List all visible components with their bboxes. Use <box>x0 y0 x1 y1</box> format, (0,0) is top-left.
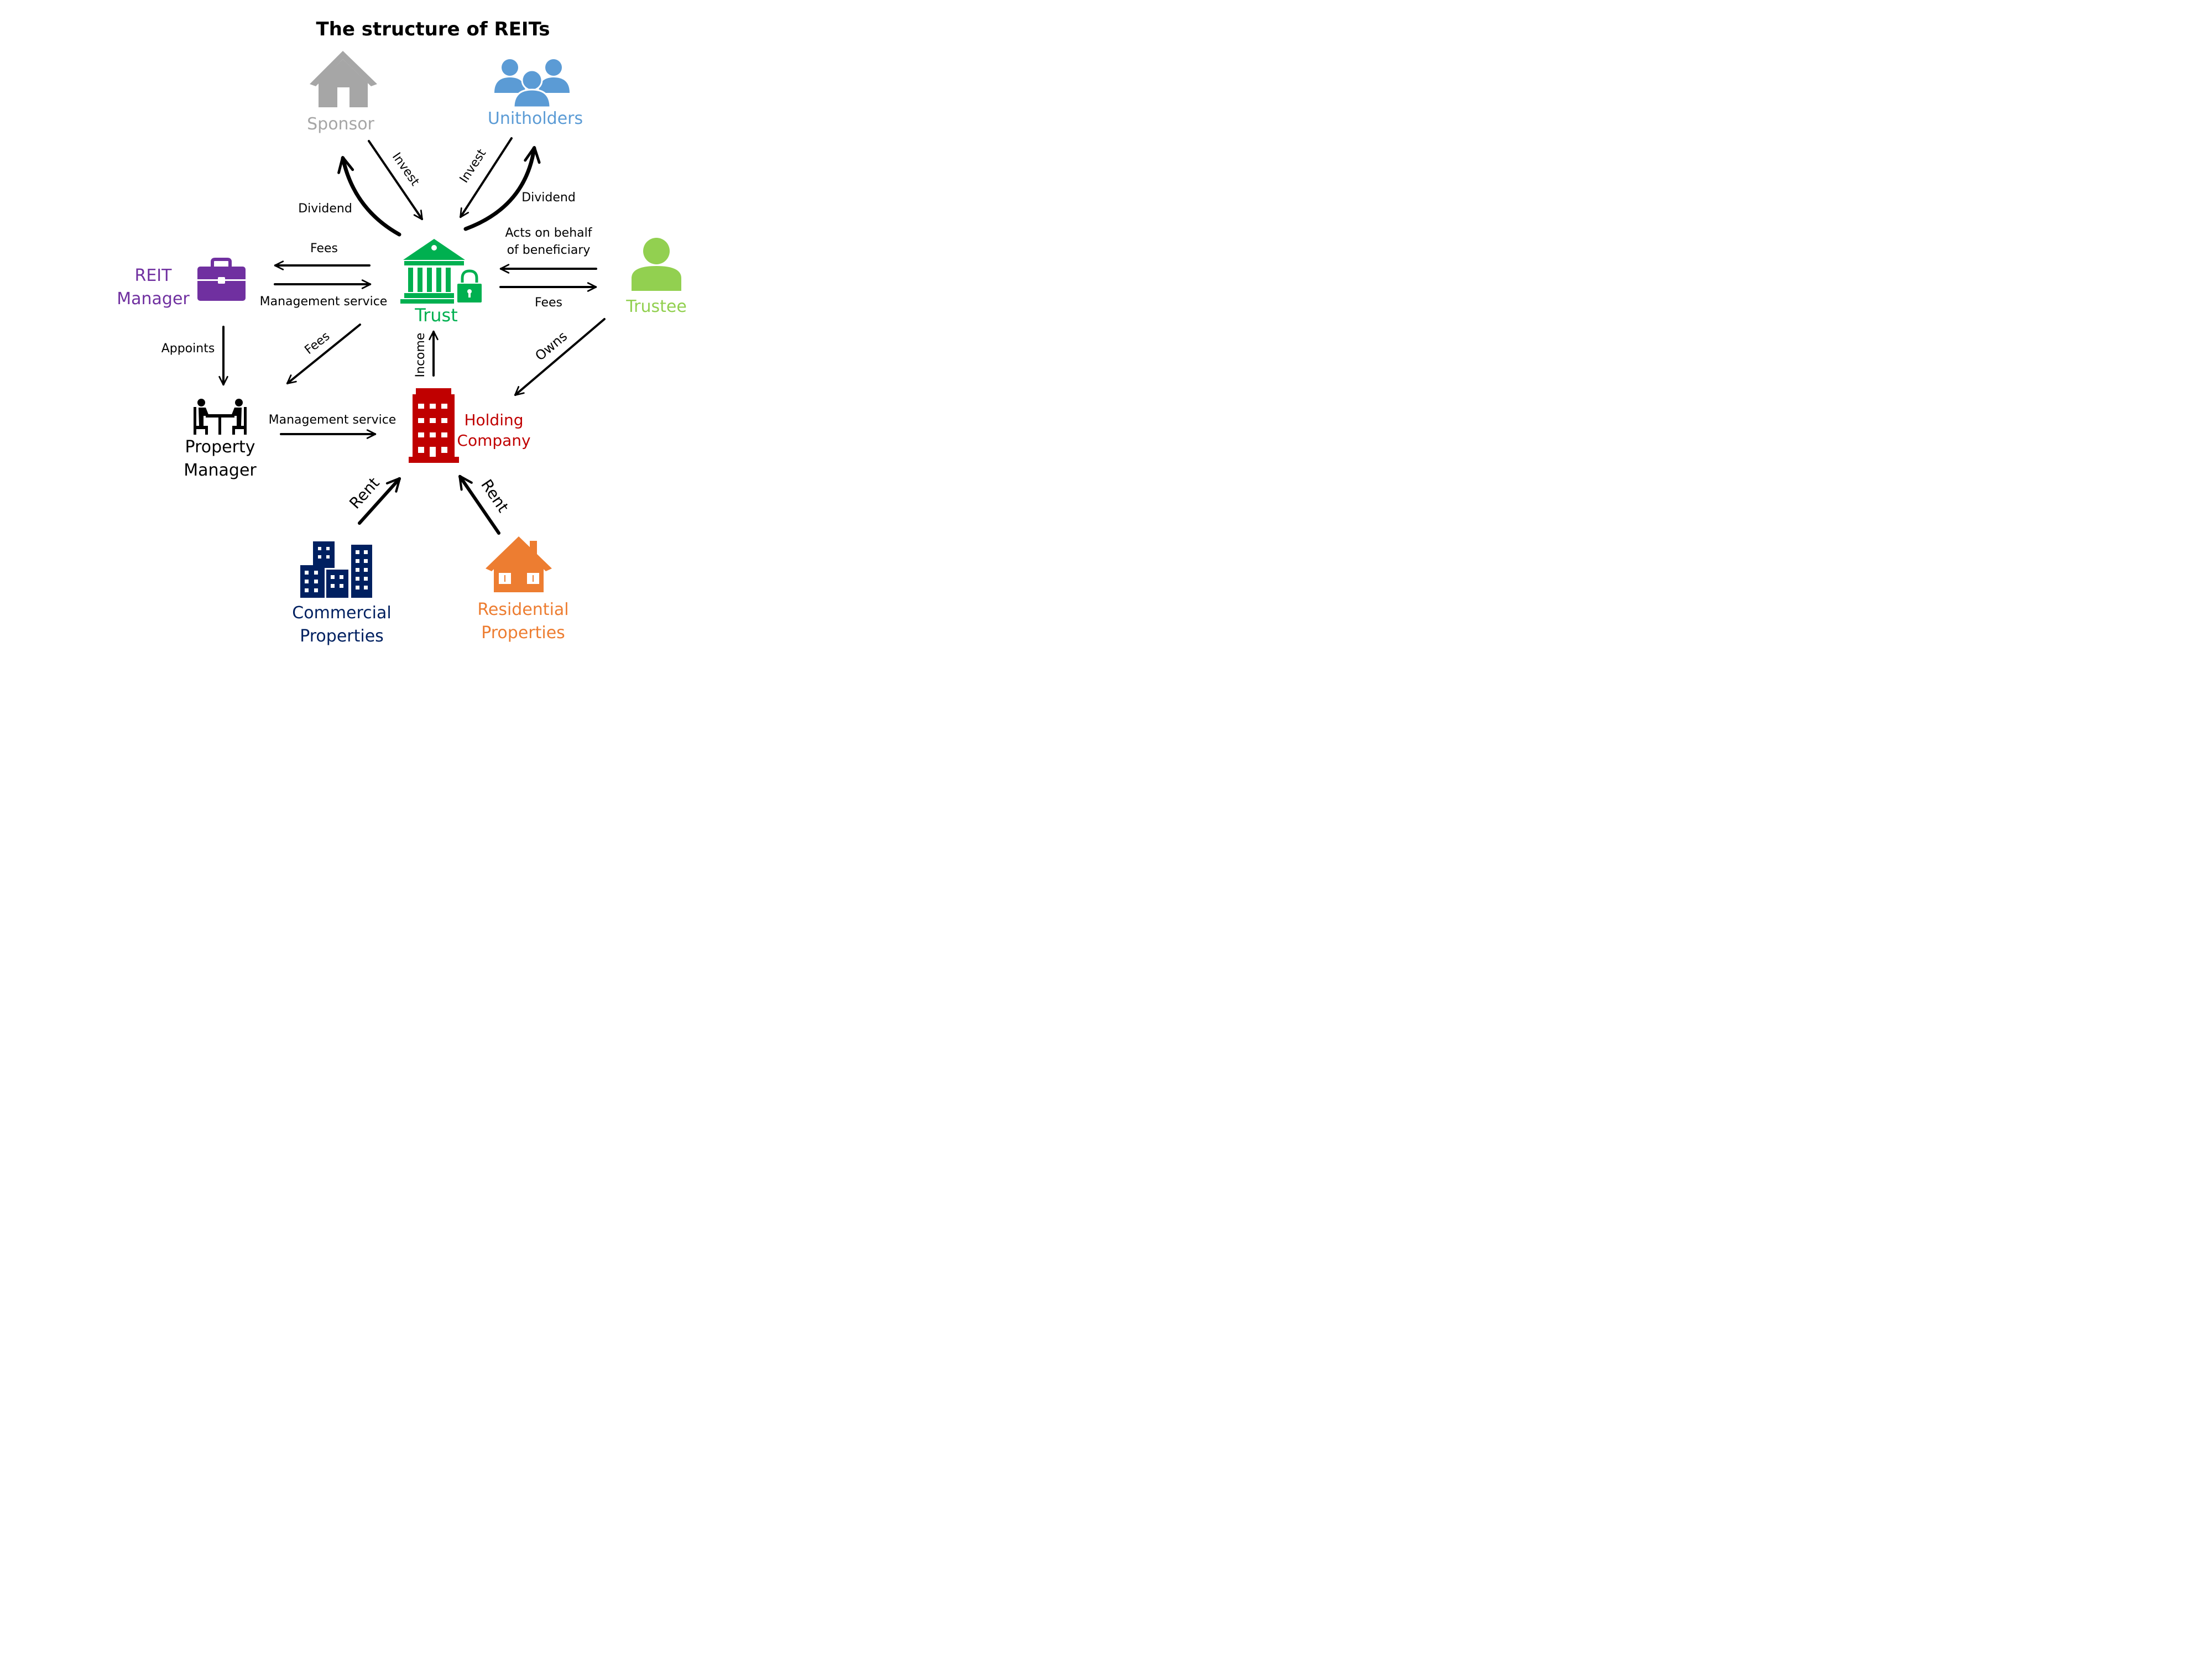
unitholders-node: Unitholders <box>488 59 583 128</box>
commercial-rent-arrow <box>358 477 401 525</box>
trust-node: Trust <box>400 239 483 326</box>
trustee-fees-label: Fees <box>535 296 562 310</box>
home-icon <box>486 536 552 592</box>
sponsor-invest-label: Invest <box>389 150 422 189</box>
bank-lock-icon <box>400 239 483 304</box>
trust-label: Trust <box>414 305 458 326</box>
manager-fees-label: Fees <box>310 242 338 255</box>
trustee-acts-label-line2: of beneficiary <box>507 243 591 257</box>
sponsor-invest-arrow <box>368 140 423 221</box>
trustee-node: Trustee <box>625 238 687 316</box>
sponsor-dividend-label: Dividend <box>298 202 352 216</box>
unitholders-dividend-arrow <box>463 145 541 231</box>
people-group-icon <box>494 59 570 108</box>
city-buildings-icon <box>300 541 372 598</box>
manager-service-label: Management service <box>260 295 388 309</box>
property-manager-node: Property Manager <box>184 399 257 480</box>
person-icon <box>632 238 681 291</box>
commercial-rent-label: Rent <box>346 474 383 513</box>
sponsor-label: Sponsor <box>307 114 374 134</box>
property-manager-label-line2: Manager <box>184 461 257 480</box>
sponsor-dividend-arrow <box>337 156 401 237</box>
appoints-label: Appoints <box>161 342 215 356</box>
owns-arrow <box>514 318 606 396</box>
office-building-icon <box>409 388 459 463</box>
commercial-properties-label-line1: Commercial <box>292 603 391 623</box>
holding-company-label-line1: Holding <box>464 411 523 429</box>
reit-manager-node: REIT Manager <box>117 258 246 309</box>
owns-label: Owns <box>532 328 570 364</box>
meeting-icon <box>194 399 247 435</box>
reit-manager-label-line2: Manager <box>117 289 190 309</box>
income-label: Income <box>414 333 427 378</box>
property-manager-label-line1: Property <box>185 437 255 457</box>
reit-manager-label-line1: REIT <box>135 266 173 285</box>
residential-properties-label-line2: Properties <box>481 623 565 643</box>
holding-company-label-line2: Company <box>457 431 530 450</box>
pm-service-label: Management service <box>269 413 397 427</box>
commercial-properties-label-line2: Properties <box>300 627 384 646</box>
unitholders-invest-arrow <box>460 137 513 218</box>
reit-structure-diagram: The structure of REITs Sponsor Unitholde… <box>117 18 687 646</box>
house-icon <box>310 51 377 107</box>
residential-rent-arrow <box>458 474 500 535</box>
residential-properties-label-line1: Residential <box>477 600 568 619</box>
residential-properties-node: Residential Properties <box>477 536 569 643</box>
holding-company-node: Holding Company <box>409 388 531 463</box>
trustee-label: Trustee <box>625 297 687 316</box>
briefcase-icon <box>197 258 246 301</box>
pm-fees-arrow <box>286 324 361 384</box>
sponsor-node: Sponsor <box>307 51 377 134</box>
commercial-properties-node: Commercial Properties <box>292 541 392 646</box>
unitholders-label: Unitholders <box>488 109 583 128</box>
page-title: The structure of REITs <box>316 18 550 40</box>
pm-fees-label: Fees <box>302 330 333 357</box>
trustee-acts-label-line1: Acts on behalf <box>505 226 592 240</box>
unitholders-dividend-label: Dividend <box>521 191 576 205</box>
